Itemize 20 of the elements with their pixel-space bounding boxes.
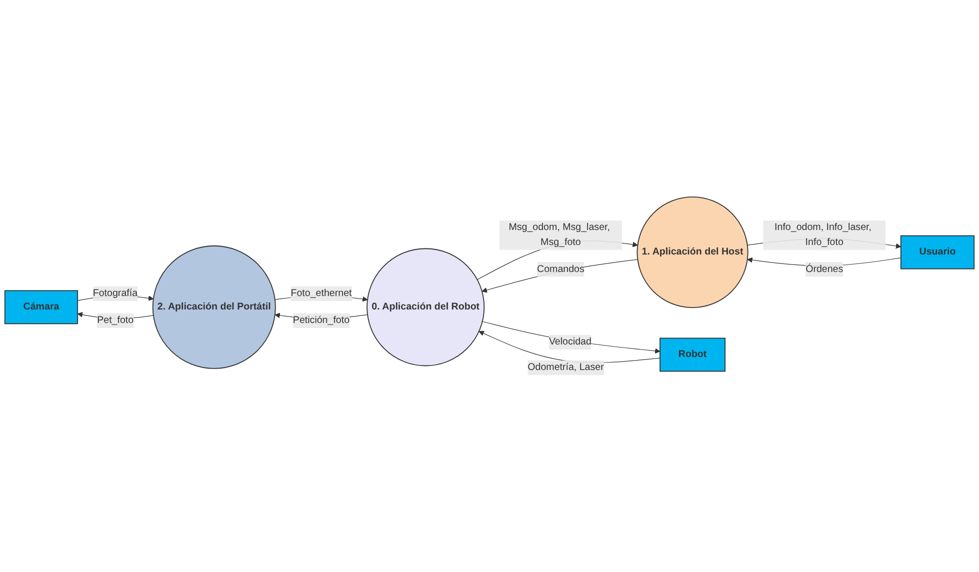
edge-label: Comandos (537, 264, 584, 274)
arrow (482, 259, 638, 293)
edge-label: Pet_foto (97, 315, 134, 326)
node-box: Robot (660, 338, 726, 372)
node-box: Usuario (900, 235, 975, 270)
edge-label: Foto_ethernet (290, 288, 352, 299)
edge-label: Info_odom, Info_laser, Info_foto (774, 222, 872, 248)
edge-label: Velocidad (548, 336, 592, 348)
node-circle: 2. Aplicación del Portátil (152, 245, 276, 369)
edge-label: Órdenes (806, 264, 844, 274)
node-box: Cámara (4, 290, 78, 324)
node-circle: 0. Aplicación del Robot (366, 248, 485, 366)
arrow (478, 330, 660, 363)
edge-label: Fotografía (92, 288, 138, 299)
edge-label: Msg_odom, Msg_laser, Msg_foto (508, 222, 610, 248)
arrow (482, 321, 660, 354)
edge-label: Odometría, Laser (528, 362, 604, 373)
arrow (476, 240, 638, 280)
edge-label: Petición_foto (292, 315, 350, 326)
node-circle: 1. Aplicación del Host (636, 196, 748, 308)
